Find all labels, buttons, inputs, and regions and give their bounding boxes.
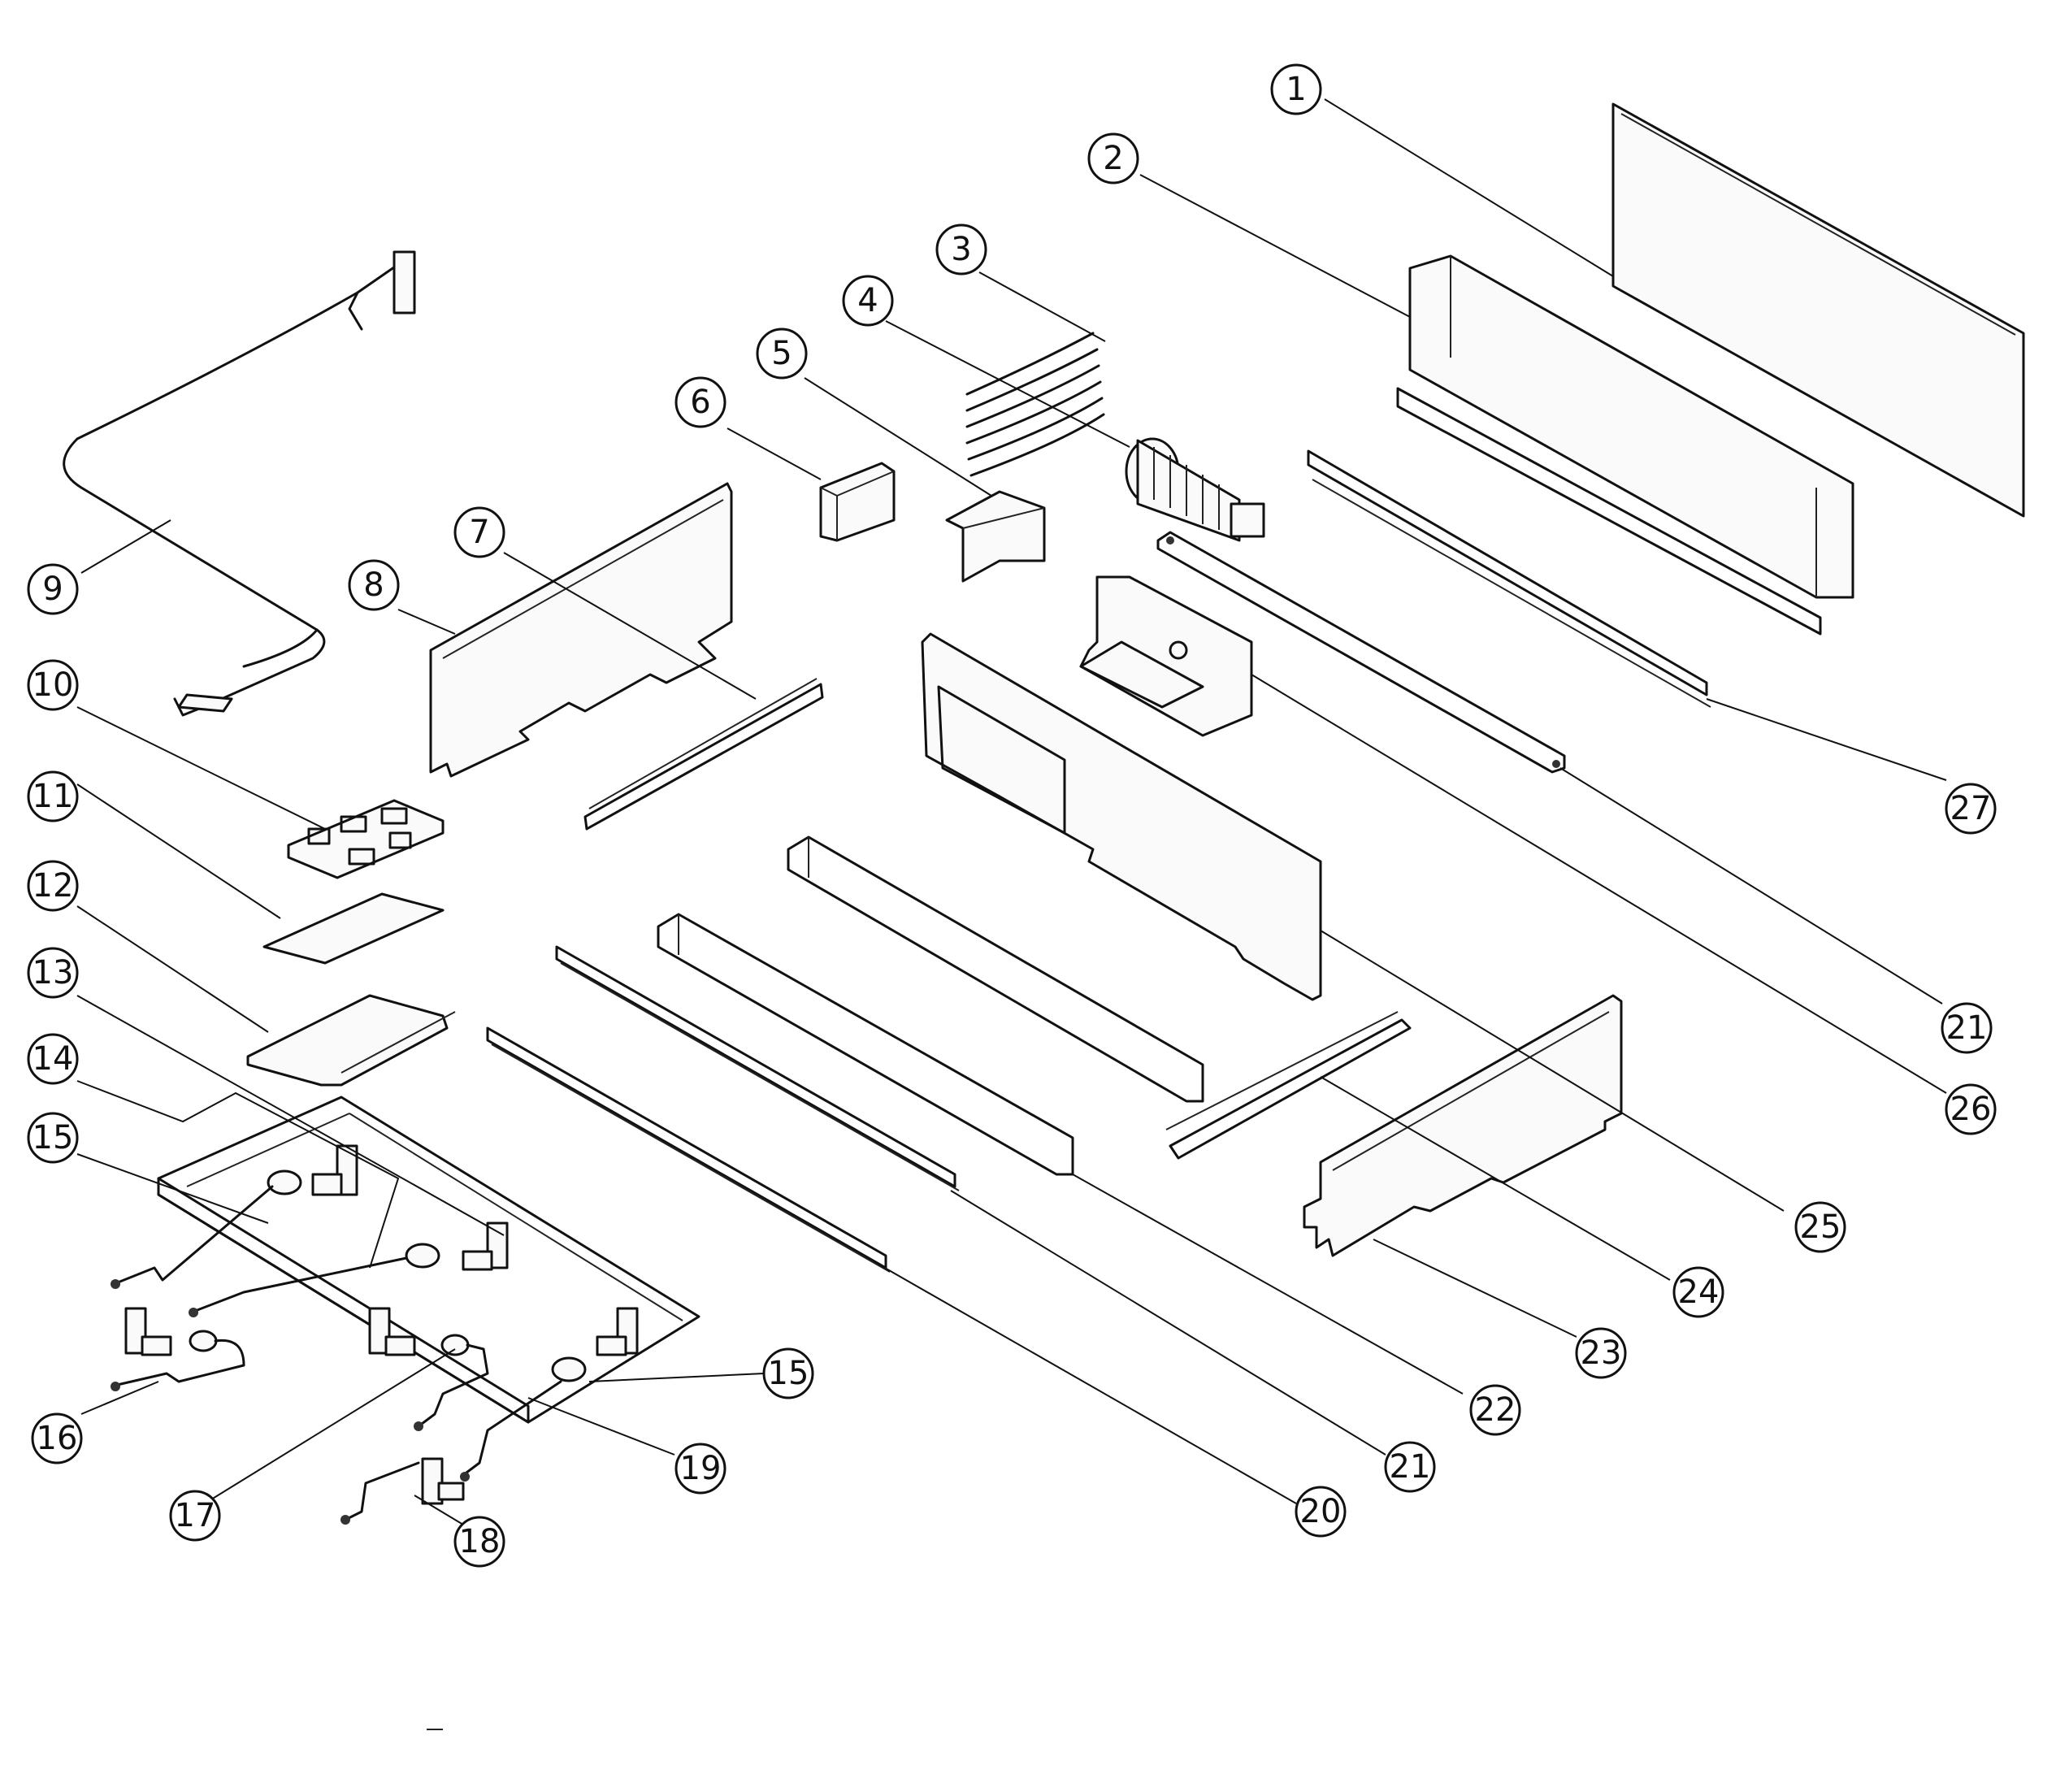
callout-15-right: 15 <box>762 1347 814 1399</box>
callout-17: 17 <box>169 1490 221 1542</box>
callout-label: 12 <box>33 867 74 905</box>
callout-6: 6 <box>674 376 727 428</box>
callout-label: 16 <box>37 1420 78 1457</box>
callout-11: 11 <box>27 770 79 822</box>
callout-label: 27 <box>1950 790 1992 827</box>
callout-label: 3 <box>951 231 971 268</box>
part-burner-valves <box>111 1144 639 1525</box>
callout-1: 1 <box>1270 63 1322 115</box>
callout-18: 18 <box>453 1516 505 1568</box>
callout-label: 21 <box>1946 1009 1988 1047</box>
part-blower-fan <box>1125 437 1265 542</box>
callout-label: 9 <box>42 571 63 608</box>
callout-15-left: 15 <box>27 1112 79 1164</box>
part-bracket-5 <box>945 490 1046 583</box>
part-blower-housing <box>1079 575 1253 737</box>
callout-label: 26 <box>1950 1091 1992 1128</box>
callout-label: 24 <box>1678 1273 1720 1311</box>
part-burner-tray <box>157 1096 701 1424</box>
part-cover-plate <box>262 892 445 965</box>
callout-21-upper: 21 <box>1941 1002 1993 1054</box>
part-angle-rail-7 <box>583 678 824 831</box>
callout-14: 14 <box>27 1033 79 1085</box>
part-module-box <box>819 462 896 542</box>
callout-2: 2 <box>1087 132 1139 184</box>
callout-19: 19 <box>674 1443 727 1495</box>
callout-27: 27 <box>1945 783 1997 835</box>
callout-label: 21 <box>1390 1448 1431 1486</box>
callout-label: 4 <box>857 282 878 319</box>
callout-12: 12 <box>27 860 79 912</box>
leader-lines <box>76 98 1947 1533</box>
callout-24: 24 <box>1672 1266 1724 1318</box>
callout-9: 9 <box>27 563 79 615</box>
callout-label: 8 <box>363 566 384 604</box>
callout-26: 26 <box>1945 1083 1997 1135</box>
callout-label: 14 <box>33 1040 74 1078</box>
callout-16: 16 <box>31 1412 83 1464</box>
part-rail-27 <box>1307 449 1711 708</box>
part-rear-panel-25 <box>921 632 1322 1001</box>
part-side-panel-left <box>429 482 733 778</box>
callout-label: 13 <box>33 954 74 991</box>
part-mounting-tray <box>246 994 456 1087</box>
part-angle-bar-upper <box>787 835 1204 1103</box>
callout-label: 23 <box>1581 1334 1622 1372</box>
callout-label: 6 <box>690 384 710 421</box>
part-rear-panel <box>1611 102 2025 518</box>
part-wire-harness <box>63 250 416 717</box>
callout-label: 1 <box>1286 71 1306 108</box>
part-channel-20 <box>486 1026 891 1273</box>
part-circuit-board <box>287 799 445 879</box>
callout-label: 17 <box>175 1497 216 1534</box>
part-flat-bar-21-upper <box>1156 531 1566 774</box>
part-channel-21-lower <box>555 945 960 1191</box>
part-side-panel-right <box>1303 994 1623 1257</box>
callout-label: 5 <box>771 335 792 372</box>
callout-label: 18 <box>459 1523 501 1560</box>
callout-label: 22 <box>1475 1391 1516 1429</box>
callout-label: 20 <box>1300 1493 1342 1530</box>
callout-13: 13 <box>27 947 79 999</box>
callout-label: 2 <box>1103 140 1123 177</box>
callout-8: 8 <box>348 559 400 611</box>
part-wire-ribbon <box>965 332 1105 477</box>
callout-22: 22 <box>1469 1384 1521 1436</box>
callout-label: 15 <box>33 1119 74 1156</box>
part-duct-housing <box>1396 254 1854 636</box>
callout-20: 20 <box>1295 1486 1347 1538</box>
callout-21-lower: 21 <box>1384 1441 1436 1493</box>
callout-label: 15 <box>768 1355 809 1392</box>
callout-label: 7 <box>469 514 489 551</box>
callout-7: 7 <box>453 506 505 558</box>
callout-label: 10 <box>33 666 74 704</box>
callout-25: 25 <box>1794 1201 1846 1253</box>
callout-23: 23 <box>1575 1327 1627 1379</box>
callout-label: 11 <box>33 778 74 815</box>
callout-3: 3 <box>935 223 987 276</box>
callout-10: 10 <box>27 659 79 711</box>
callout-label: 19 <box>680 1450 722 1487</box>
callout-4: 4 <box>842 275 894 327</box>
callout-5: 5 <box>756 328 808 380</box>
callout-label: 25 <box>1800 1208 1841 1246</box>
part-angle-rail-24 <box>1165 1011 1412 1160</box>
